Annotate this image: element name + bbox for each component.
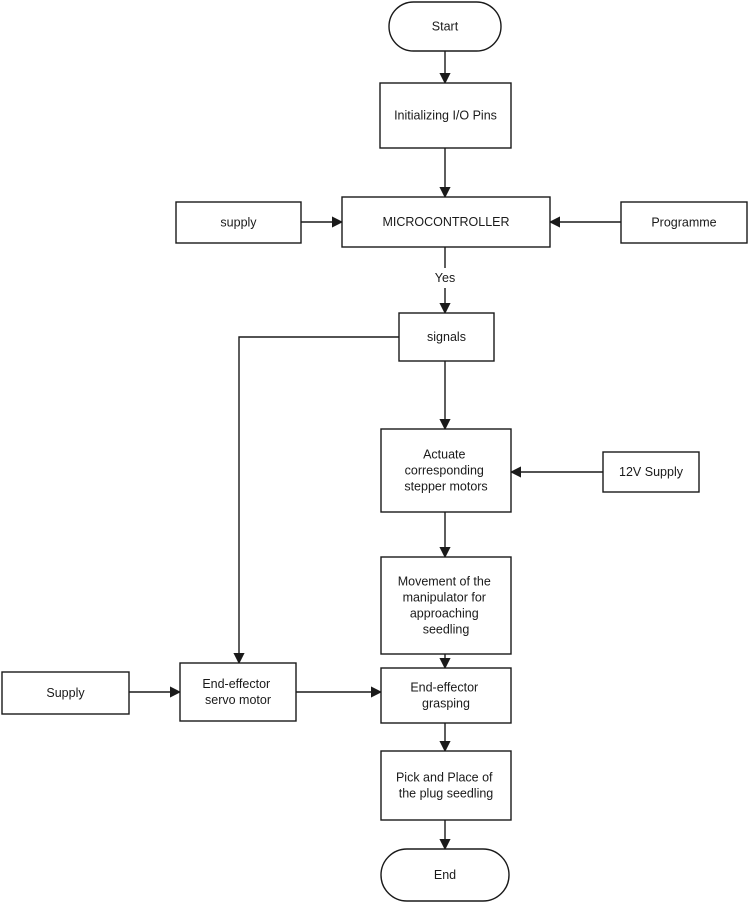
- node-signals: signals: [398, 312, 495, 362]
- node-supply-left-shape: [1, 671, 130, 715]
- node-start: Start: [388, 1, 502, 52]
- node-start-shape: [388, 1, 502, 52]
- node-servo-shape: [179, 662, 297, 722]
- node-supply-top: supply: [175, 201, 302, 244]
- node-grasp: End-effector grasping: [380, 667, 512, 724]
- node-pick-shape: [380, 750, 512, 821]
- node-start-label: Start: [432, 20, 459, 34]
- edge-signals-to-servo: [233, 336, 399, 665]
- edge-label-yes: Yes: [435, 271, 455, 285]
- node-programme-shape: [620, 201, 748, 244]
- node-end-label: End: [434, 868, 456, 882]
- node-movement-label: Movement of the manipulator for approach…: [398, 575, 495, 637]
- node-microcontroller-label: MICROCONTROLLER: [382, 215, 509, 229]
- node-programme-label: Programme: [651, 216, 716, 230]
- node-grasp-shape: [380, 667, 512, 724]
- node-actuate-label: Actuate corresponding stepper motors: [404, 448, 487, 494]
- node-servo: End-effector servo motor: [179, 662, 297, 722]
- node-movement-shape: [380, 556, 512, 655]
- node-supply-left-label: Supply: [46, 686, 85, 700]
- node-pick: Pick and Place of the plug seedling: [380, 750, 512, 821]
- node-supply-top-label: supply: [220, 216, 257, 230]
- node-12v-supply-shape: [602, 451, 700, 493]
- node-supply-left: Supply: [1, 671, 130, 715]
- node-microcontroller-shape: [341, 196, 551, 248]
- node-servo-label: End-effector servo motor: [202, 677, 273, 707]
- node-actuate: Actuate corresponding stepper motors: [380, 428, 512, 513]
- node-12v-supply-label: 12V Supply: [619, 465, 684, 479]
- node-init: Initializing I/O Pins: [379, 82, 512, 149]
- node-pick-label: Pick and Place of the plug seedling: [396, 771, 496, 801]
- node-programme: Programme: [620, 201, 748, 244]
- node-signals-label: signals: [427, 330, 466, 344]
- edges: [129, 51, 621, 851]
- node-movement: Movement of the manipulator for approach…: [380, 556, 512, 655]
- node-init-label: Initializing I/O Pins: [394, 109, 497, 123]
- node-end-shape: [380, 848, 510, 902]
- node-end: End: [380, 848, 510, 902]
- node-signals-shape: [398, 312, 495, 362]
- node-microcontroller: MICROCONTROLLER: [341, 196, 551, 248]
- node-grasp-label: End-effector grasping: [410, 681, 481, 711]
- node-12v-supply: 12V Supply: [602, 451, 700, 493]
- node-supply-top-shape: [175, 201, 302, 244]
- node-init-shape: [379, 82, 512, 149]
- node-actuate-shape: [380, 428, 512, 513]
